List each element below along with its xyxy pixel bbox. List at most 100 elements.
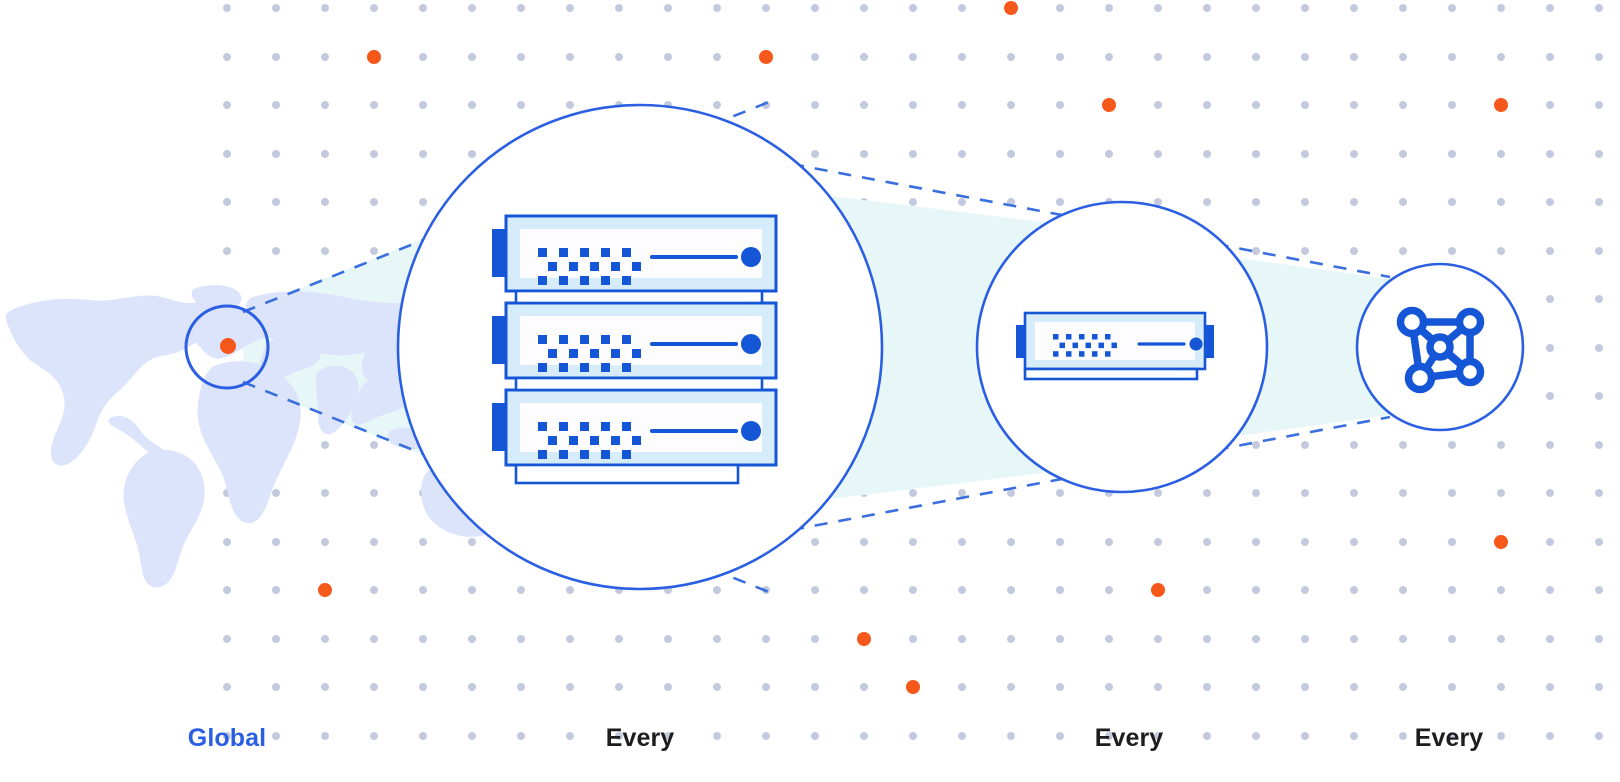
grid-dot xyxy=(958,635,966,643)
grid-dot xyxy=(1546,295,1554,303)
grid-dot xyxy=(1399,489,1407,497)
grid-dot-highlight xyxy=(1494,535,1508,549)
grid-dot xyxy=(223,635,231,643)
grid-dot xyxy=(1595,489,1603,497)
grid-dot xyxy=(1007,538,1015,546)
grid-dot xyxy=(958,4,966,12)
grid-dot xyxy=(1301,538,1309,546)
grid-dot xyxy=(566,683,574,691)
grid-dot xyxy=(1252,150,1260,158)
grid-dot xyxy=(566,635,574,643)
map-focus-marker-dot xyxy=(220,338,236,354)
grid-dot xyxy=(615,53,623,61)
grid-dot xyxy=(321,247,329,255)
grid-dot xyxy=(1252,538,1260,546)
grid-dot xyxy=(419,586,427,594)
grid-dot xyxy=(321,683,329,691)
grid-dot xyxy=(468,53,476,61)
grid-dot xyxy=(1154,732,1162,740)
grid-dot xyxy=(223,247,231,255)
grid-dot xyxy=(1203,683,1211,691)
grid-dot xyxy=(1105,586,1113,594)
grid-dot xyxy=(1056,538,1064,546)
grid-dot xyxy=(1203,198,1211,206)
grid-dot xyxy=(1105,635,1113,643)
grid-dot xyxy=(1546,344,1554,352)
grid-dot xyxy=(1105,150,1113,158)
grid-dot xyxy=(468,101,476,109)
grid-dot xyxy=(1350,683,1358,691)
grid-dot xyxy=(1448,101,1456,109)
grid-dot xyxy=(517,586,525,594)
grid-dot xyxy=(566,53,574,61)
grid-dot xyxy=(1056,489,1064,497)
grid-dot-highlight xyxy=(1102,98,1116,112)
grid-dot xyxy=(1595,732,1603,740)
grid-dot xyxy=(1546,150,1554,158)
grid-dot xyxy=(1105,4,1113,12)
grid-dot xyxy=(468,635,476,643)
grid-dot xyxy=(223,53,231,61)
grid-dot xyxy=(1595,295,1603,303)
grid-dot xyxy=(1546,635,1554,643)
grid-dot xyxy=(1007,489,1015,497)
grid-dot xyxy=(321,441,329,449)
grid-dot xyxy=(1546,732,1554,740)
grid-dot xyxy=(223,538,231,546)
single-server-icon xyxy=(1016,311,1214,381)
grid-dot xyxy=(1448,489,1456,497)
grid-dot-highlight xyxy=(1494,98,1508,112)
grid-dot xyxy=(1252,683,1260,691)
grid-dot xyxy=(517,732,525,740)
grid-dot xyxy=(762,732,770,740)
grid-dot xyxy=(1203,489,1211,497)
stage-label-global-network: Global network xyxy=(127,666,327,782)
stage-label-server: Every server xyxy=(1009,666,1249,782)
map-focus-circle xyxy=(184,304,270,390)
grid-dot xyxy=(1546,489,1554,497)
grid-dot xyxy=(909,489,917,497)
grid-dot xyxy=(1007,53,1015,61)
grid-dot xyxy=(223,150,231,158)
stage-label-data-center-line1: Every xyxy=(605,724,675,752)
grid-dot xyxy=(1546,392,1554,400)
grid-dot xyxy=(1399,683,1407,691)
grid-dot xyxy=(468,732,476,740)
grid-dot xyxy=(1252,198,1260,206)
grid-dot xyxy=(1301,247,1309,255)
grid-dot xyxy=(223,4,231,12)
grid-dot xyxy=(1056,683,1064,691)
grid-dot-highlight xyxy=(367,50,381,64)
grid-dot xyxy=(909,198,917,206)
grid-dot xyxy=(1154,101,1162,109)
grid-dot xyxy=(1448,441,1456,449)
grid-dot xyxy=(958,683,966,691)
grid-dot xyxy=(909,538,917,546)
grid-dot xyxy=(1399,538,1407,546)
grid-dot xyxy=(1595,683,1603,691)
grid-dot xyxy=(517,53,525,61)
grid-dot xyxy=(1154,53,1162,61)
grid-dot xyxy=(615,683,623,691)
grid-dot xyxy=(1595,392,1603,400)
grid-dot xyxy=(272,635,280,643)
grid-dot xyxy=(223,732,231,740)
grid-dot xyxy=(1007,635,1015,643)
grid-dot xyxy=(419,198,427,206)
grid-dot xyxy=(860,538,868,546)
grid-dot xyxy=(1007,101,1015,109)
grid-dot xyxy=(419,732,427,740)
grid-dot xyxy=(1546,198,1554,206)
grid-dot xyxy=(1252,101,1260,109)
grid-dot xyxy=(1056,586,1064,594)
grid-dot xyxy=(1497,683,1505,691)
grid-dot xyxy=(272,247,280,255)
grid-dot xyxy=(1203,635,1211,643)
grid-dot xyxy=(1252,53,1260,61)
server-rack-icon xyxy=(490,214,778,485)
grid-dot xyxy=(272,4,280,12)
grid-dot xyxy=(909,635,917,643)
grid-dot xyxy=(1595,101,1603,109)
grid-dot xyxy=(1546,683,1554,691)
